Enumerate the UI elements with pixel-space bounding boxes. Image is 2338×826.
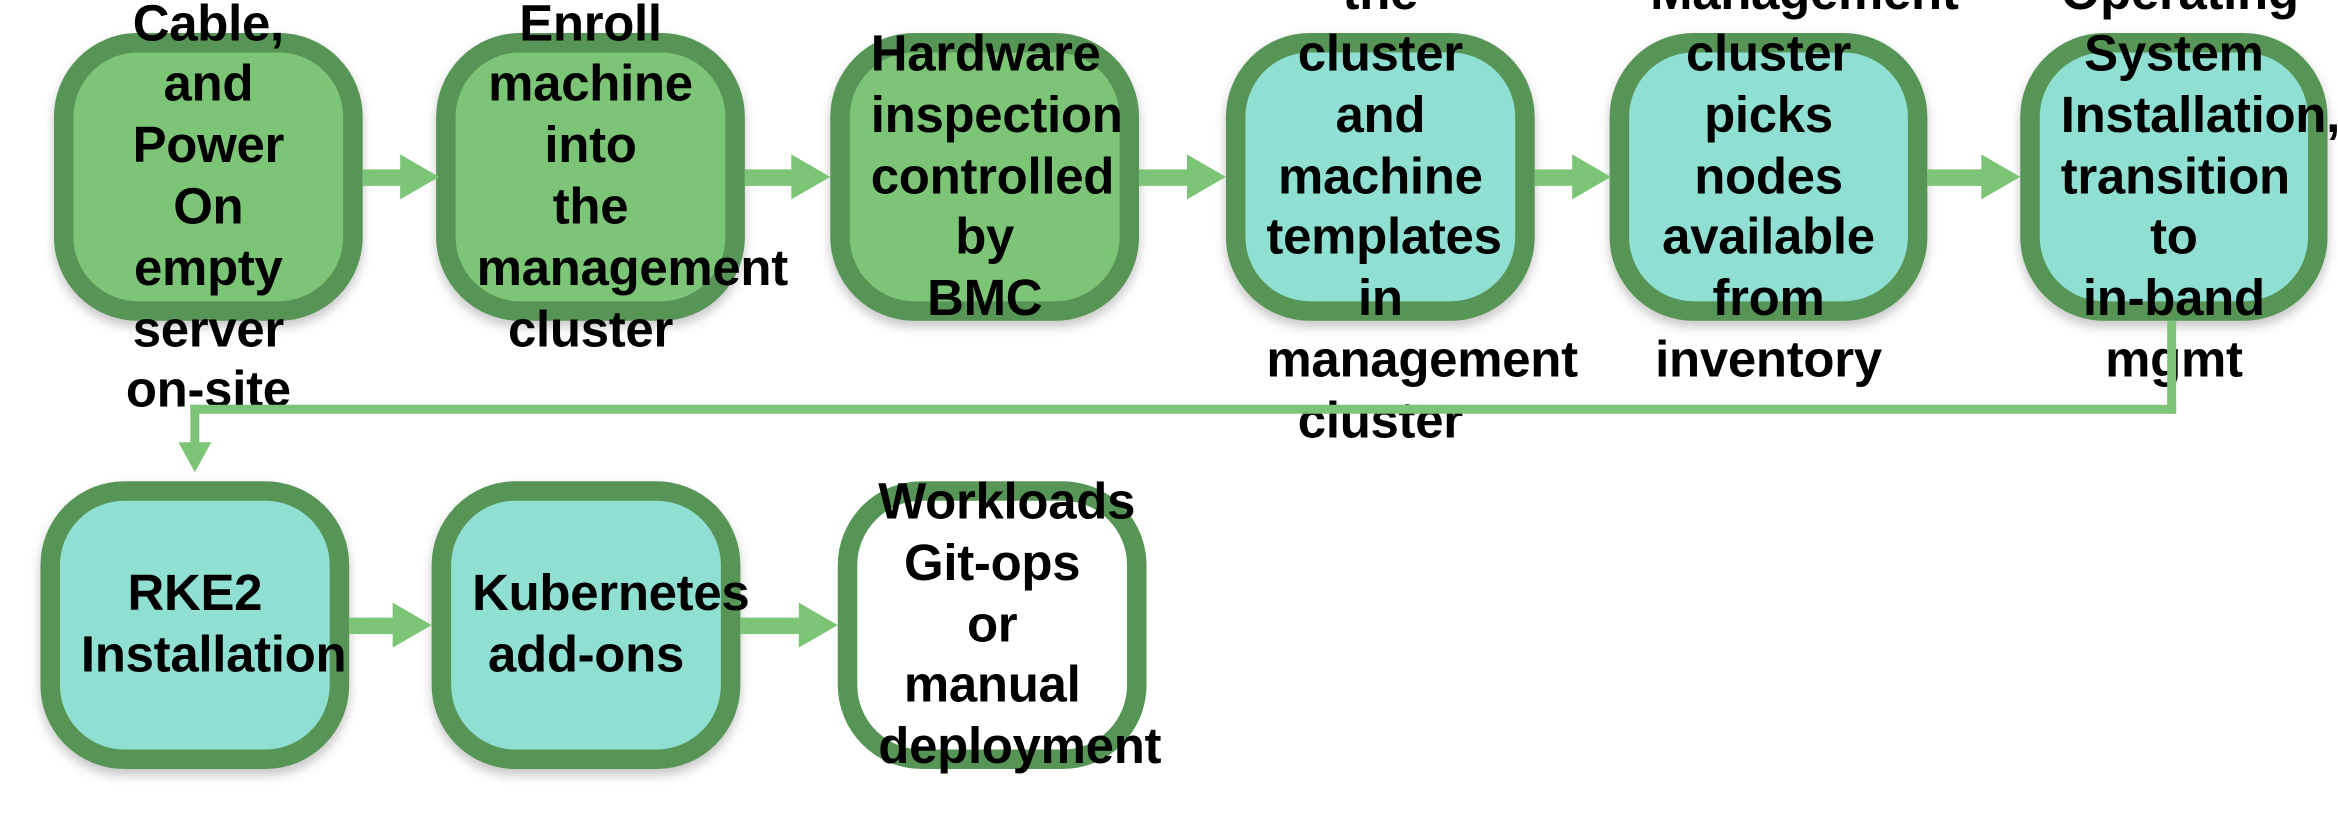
arrow-enroll-to-inspection (744, 154, 831, 200)
arrow-shaft (740, 617, 802, 635)
arrow-install-to-enroll (362, 154, 440, 200)
node-hardware-inspection[interactable]: Hardware inspection controlled by BMC (830, 26, 1140, 327)
node-label: RKE2 Installation (80, 565, 347, 684)
node-install-cable-power-on[interactable]: Install, Cable, and Power On empty serve… (53, 0, 363, 419)
elbow-arrow-head-icon (178, 442, 212, 473)
node-label: Workloads Git-ops or manual deployment (878, 473, 1162, 776)
node-label: Enroll machine into the management clust… (476, 0, 789, 358)
node-label: Hardware inspection controlled by BMC (870, 25, 1123, 328)
arrow-picks-nodes-to-os-install (1927, 154, 2021, 200)
node-os-installation[interactable]: Operating System Installation, transitio… (2020, 0, 2338, 388)
node-label: Management cluster picks nodes available… (1650, 0, 1959, 389)
node-management-picks-nodes[interactable]: Management cluster picks nodes available… (1609, 0, 1959, 388)
arrow-shaft (1139, 169, 1190, 186)
arrow-head-icon (1572, 154, 1612, 200)
elbow-vertical-left-segment (190, 404, 200, 453)
node-label: Kubernetes add-ons (472, 565, 750, 684)
node-label: Install, Cable, and Power On empty serve… (125, 0, 291, 419)
node-workloads-gitops[interactable]: Workloads Git-ops or manual deployment (837, 474, 1162, 775)
arrow-shaft (362, 169, 402, 186)
node-create-cluster-templates[interactable]: Create the cluster and machine templates… (1225, 0, 1578, 449)
arrow-shaft (1534, 169, 1576, 186)
node-kubernetes-add-ons[interactable]: Kubernetes add-ons (431, 481, 750, 770)
node-label: Operating System Installation, transitio… (2060, 0, 2338, 388)
arrow-head-icon (1186, 154, 1226, 200)
elbow-vertical-right-segment (2167, 320, 2177, 414)
arrow-head-icon (392, 602, 432, 648)
arrow-head-icon (791, 154, 831, 200)
arrow-head-icon (400, 154, 440, 200)
arrow-inspection-to-create-cluster (1139, 154, 1226, 200)
arrow-head-icon (1981, 154, 2021, 200)
node-rke2-installation[interactable]: RKE2 Installation (40, 481, 350, 770)
node-label: Create the cluster and machine templates… (1266, 0, 1578, 450)
arrow-create-cluster-to-picks-nodes (1534, 154, 1612, 200)
elbow-horizontal-segment (190, 404, 2177, 414)
arrow-shaft (349, 617, 396, 635)
arrow-shaft (744, 169, 795, 186)
arrow-shaft (1927, 169, 1985, 186)
arrow-addons-to-workloads (740, 602, 838, 648)
arrow-head-icon (798, 602, 838, 648)
node-enroll-machine[interactable]: Enroll machine into the management clust… (436, 0, 788, 358)
arrow-rke2-to-addons (349, 602, 432, 648)
